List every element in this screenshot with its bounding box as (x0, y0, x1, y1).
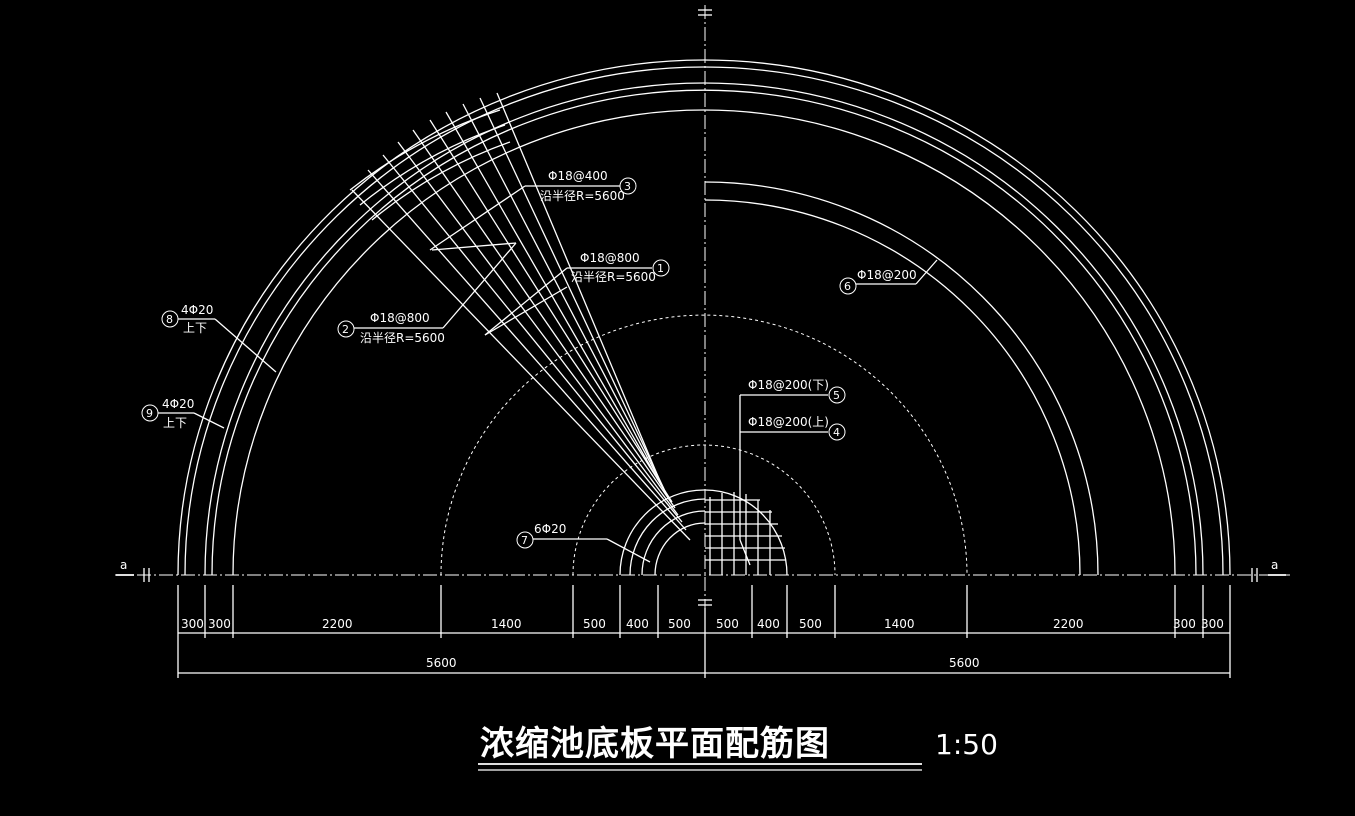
dim-seg-4: 1400 (491, 617, 522, 631)
callout-5-spec: Φ18@200(下) (748, 378, 829, 392)
callout-9-id: 9 (146, 407, 153, 420)
dim-total-left: 5600 (426, 656, 457, 670)
callout-3-extent: 沿半径R=5600 (540, 189, 625, 203)
drawing-scale: 1:50 (935, 728, 998, 761)
callout-6-spec: Φ18@200 (857, 268, 917, 282)
section-mark-right-label: a (1271, 558, 1278, 572)
dim-seg-8: 500 (716, 617, 739, 631)
section-mark-right: a (1268, 558, 1286, 576)
callout-3-tag (619, 177, 637, 195)
dim-seg-3: 2200 (322, 617, 353, 631)
callout-1-extent: 沿半径R=5600 (571, 270, 656, 284)
dimension-lines (177, 585, 1231, 678)
dimension-segment-labels: 300 300 2200 1400 500 400 500 500 400 50… (181, 617, 1224, 670)
callout-5-id: 5 (833, 389, 840, 402)
radial-rebars (351, 92, 691, 541)
callout-3-spec: Φ18@400 (548, 169, 608, 183)
callout-1: Φ18@800 沿半径R=5600 1 (484, 251, 670, 336)
callout-8-id: 8 (166, 313, 173, 326)
callout-1-spec: Φ18@800 (580, 251, 640, 265)
dim-total-right: 5600 (949, 656, 980, 670)
dim-seg-9: 400 (757, 617, 780, 631)
dim-seg-7: 500 (668, 617, 691, 631)
callout-8: 4Φ20 上下 8 (161, 303, 277, 373)
dim-seg-11: 1400 (884, 617, 915, 631)
callout-7: 6Φ20 7 (516, 522, 651, 563)
callout-2-extent: 沿半径R=5600 (360, 331, 445, 345)
section-mark-left: a (116, 558, 134, 576)
dim-seg-14: 300 (1201, 617, 1224, 631)
callout-9: 4Φ20 上下 9 (141, 397, 225, 430)
centerlines (115, 5, 1290, 608)
radial-rebar-6-arcs (704, 181, 1099, 576)
callout-4-tag (828, 423, 846, 441)
dim-seg-2: 300 (208, 617, 231, 631)
center-ring-rebar-7 (619, 489, 788, 576)
dim-seg-6: 400 (626, 617, 649, 631)
callout-8-tag (161, 310, 179, 328)
callout-2-tag (337, 320, 355, 338)
section-mark-left-label: a (120, 558, 127, 572)
callout-6-id: 6 (844, 280, 851, 293)
callout-7-tag (516, 531, 534, 549)
callout-3: Φ18@400 沿半径R=5600 3 (429, 169, 637, 251)
callout-4-spec: Φ18@200(上) (748, 415, 829, 429)
callout-1-id: 1 (657, 262, 664, 275)
callout-2-spec: Φ18@800 (370, 311, 430, 325)
callout-7-spec: 6Φ20 (534, 522, 566, 536)
dashed-circles (440, 314, 968, 576)
dim-seg-12: 2200 (1053, 617, 1084, 631)
callout-8-spec: 4Φ20 (181, 303, 213, 317)
callout-8-extent: 上下 (183, 321, 207, 335)
callout-2: Φ18@800 沿半径R=5600 2 (337, 242, 517, 345)
callout-4: Φ18@200(上) 4 (739, 415, 846, 566)
central-mesh-rebar-4-5 (705, 492, 786, 575)
callout-4-id: 4 (833, 426, 840, 439)
callout-5-tag (828, 386, 846, 404)
dim-seg-1: 300 (181, 617, 204, 631)
callout-2-id: 2 (342, 323, 349, 336)
radial-cross-ties (349, 109, 568, 336)
callout-6-tag (839, 277, 857, 295)
callout-3-id: 3 (624, 180, 631, 193)
callout-9-extent: 上下 (163, 416, 187, 430)
drawing-title-block: 浓缩池底板平面配筋图 1:50 (478, 724, 998, 771)
dim-seg-5: 500 (583, 617, 606, 631)
callout-9-tag (141, 404, 159, 422)
callout-9-spec: 4Φ20 (162, 397, 194, 411)
dim-seg-10: 500 (799, 617, 822, 631)
outer-arcs (177, 59, 1231, 576)
callout-1-tag (652, 259, 670, 277)
callout-5: Φ18@200(下) 5 (739, 378, 846, 540)
dim-seg-13: 300 (1173, 617, 1196, 631)
drawing-title: 浓缩池底板平面配筋图 (480, 724, 830, 764)
callout-7-id: 7 (521, 534, 528, 547)
callout-6: Φ18@200 6 (839, 259, 938, 295)
